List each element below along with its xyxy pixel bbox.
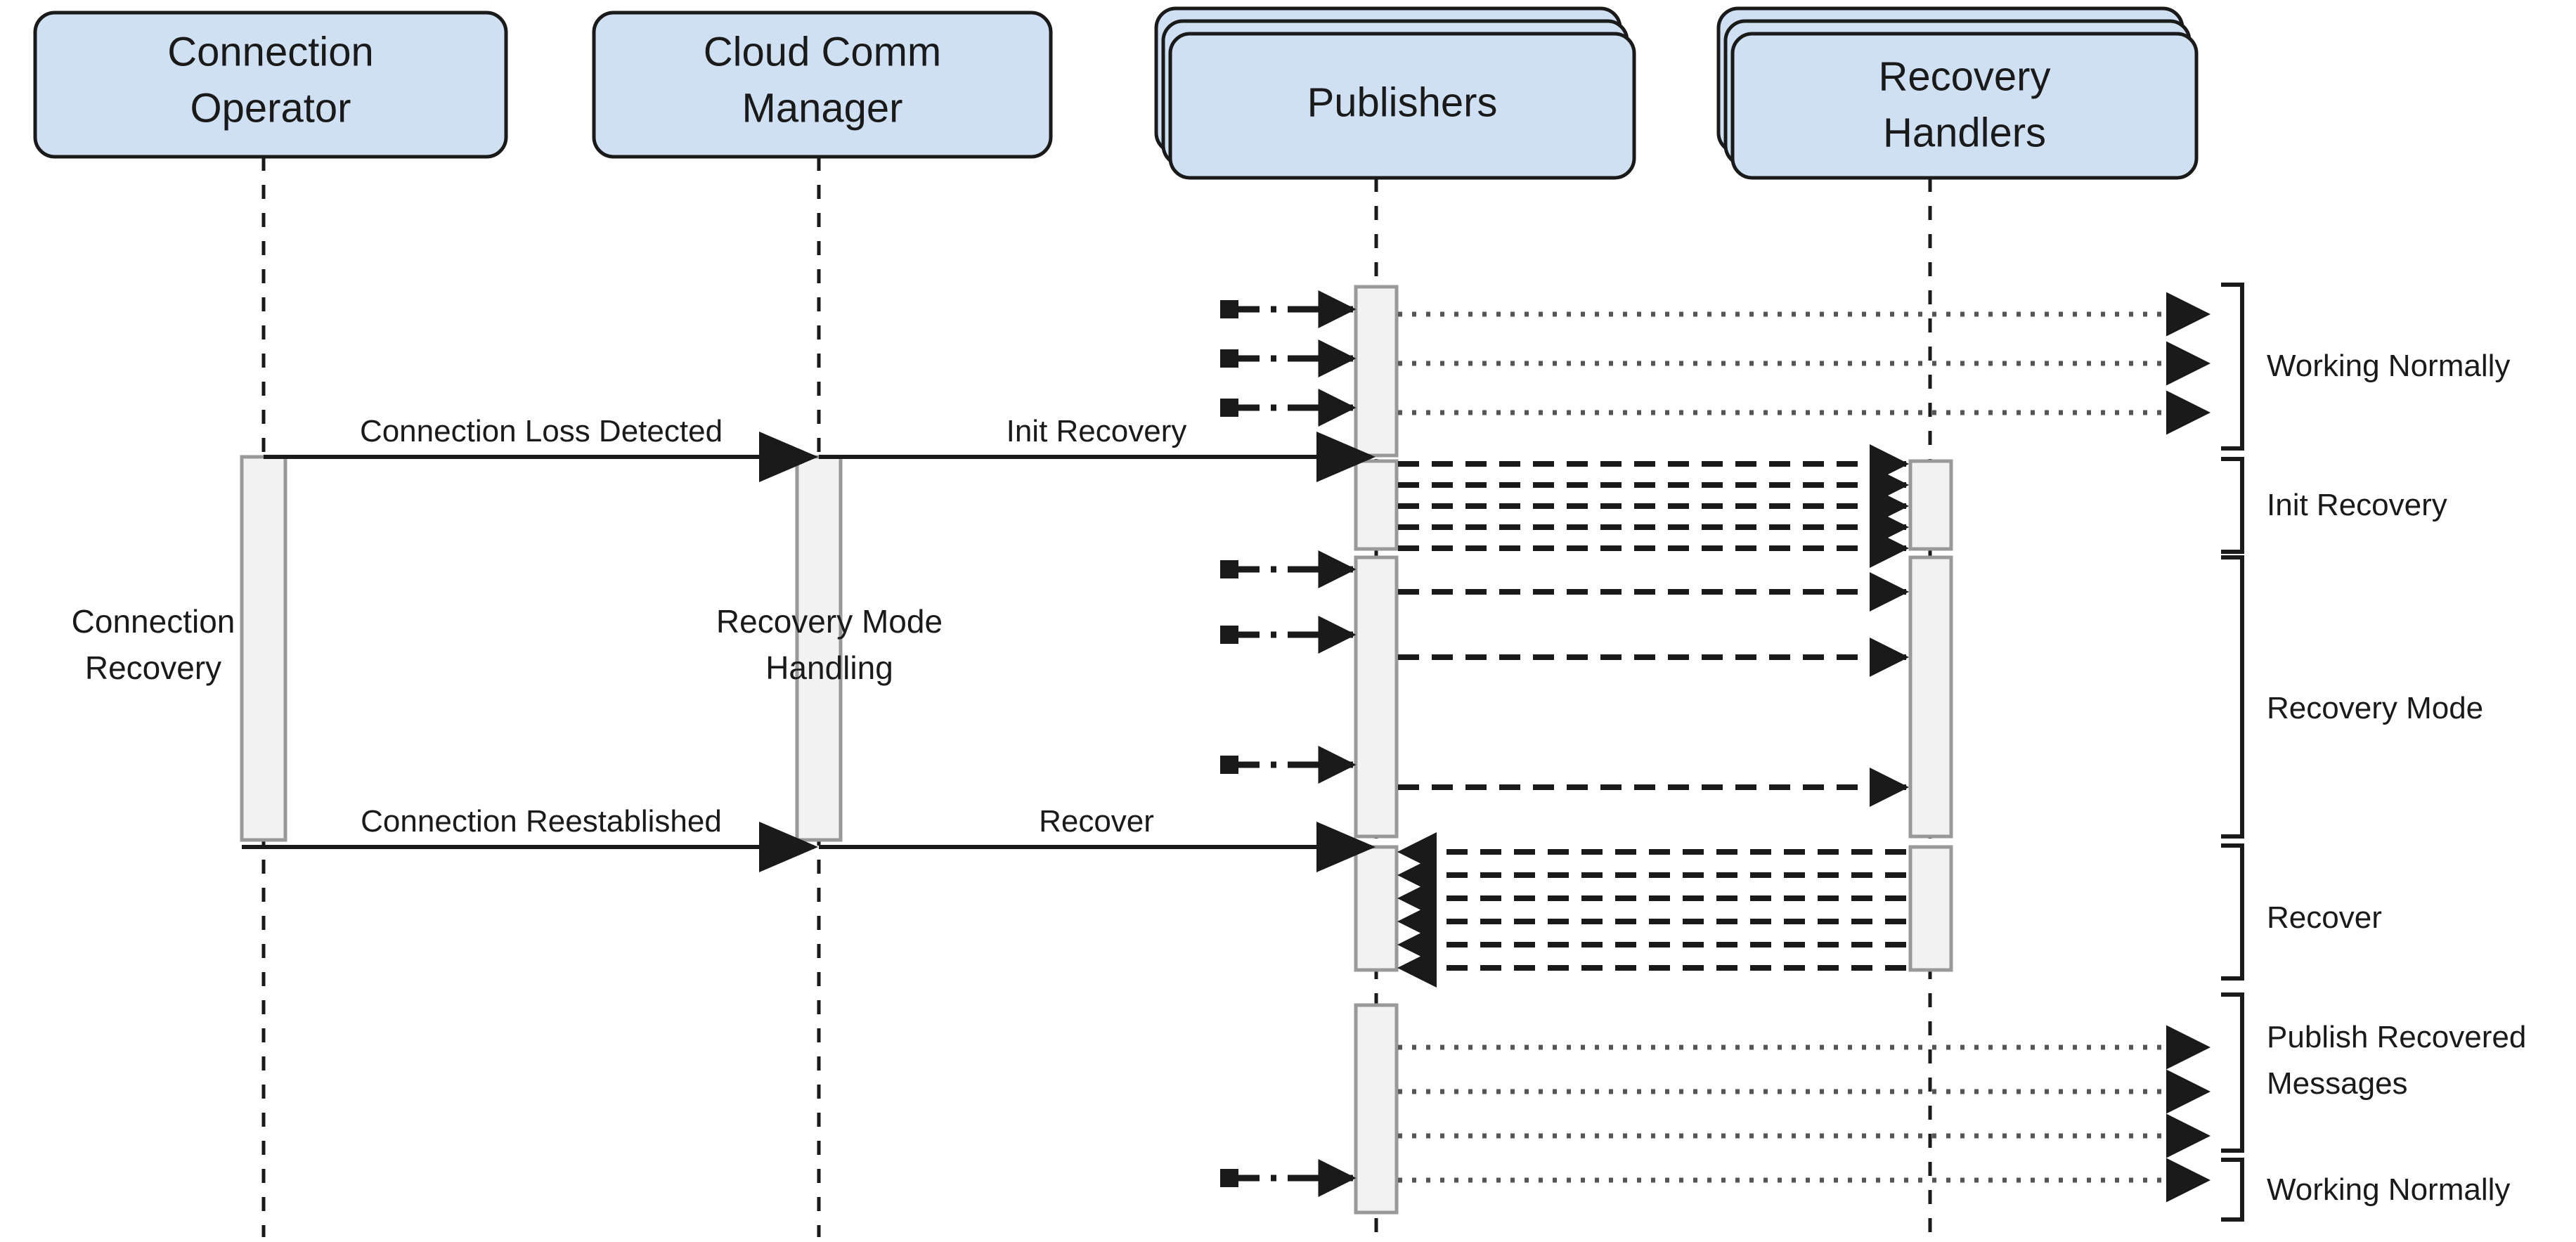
connection-operator-label-line1: Connection: [167, 29, 373, 75]
lifeline-header-publishers[interactable]: Publishers: [1154, 6, 1636, 180]
lifeline-header-recovery-handlers[interactable]: Recovery Handlers: [1716, 6, 2199, 180]
lifeline-header-cloud-comm-manager[interactable]: Cloud Comm Manager: [592, 11, 1053, 159]
outgoing-dotted-group-working-normally-top: [1398, 292, 2211, 435]
activation-cloud-comm-manager[interactable]: [795, 455, 843, 842]
phase-label-publish-recovered-line2: Messages: [2267, 1066, 2408, 1101]
phase-label-working-normally-bottom: Working Normally: [2267, 1172, 2510, 1207]
activation-publishers-init-recovery[interactable]: [1354, 459, 1399, 551]
phase-label-working-normally-top: Working Normally: [2267, 349, 2510, 383]
recovery-handlers-box: [1730, 32, 2199, 180]
publish-recovered-dotted-group: [1398, 1025, 2211, 1158]
phase-label-init-recovery: Init Recovery: [2267, 488, 2447, 522]
bracket-publish-recovered-messages: [2221, 992, 2244, 1153]
label-init-recovery: Init Recovery: [1007, 414, 1187, 448]
label-connection-recovery-line2: Recovery: [85, 649, 221, 686]
label-connection-reestablished: Connection Reestablished: [361, 804, 722, 839]
label-connection-recovery-line1: Connection: [72, 603, 235, 640]
cloud-comm-manager-box: [592, 11, 1053, 159]
activation-connection-operator[interactable]: [240, 455, 287, 842]
bracket-init-recovery: [2221, 457, 2244, 554]
cloud-comm-manager-label-line1: Cloud Comm: [704, 29, 941, 75]
label-recovery-mode-handling-line1: Recovery Mode: [716, 603, 943, 640]
recovery-handlers-label-line2: Handlers: [1883, 110, 2046, 155]
label-recover: Recover: [1039, 804, 1154, 839]
connection-operator-label-line2: Operator: [190, 85, 351, 131]
bracket-working-normally-top: [2221, 283, 2244, 451]
phase-label-recover: Recover: [2267, 900, 2382, 935]
found-message-group-working-normally-top: [1220, 290, 1357, 427]
activation-publishers-recover[interactable]: [1354, 845, 1399, 972]
bracket-working-normally-bottom: [2221, 1158, 2244, 1222]
recovery-mode-dashed-group: [1398, 572, 1909, 807]
activation-recovery-handlers-recover[interactable]: [1908, 845, 1953, 972]
activation-recovery-handlers-recovery-mode[interactable]: [1908, 555, 1953, 839]
init-recovery-dashed-group: [1398, 444, 1909, 568]
bracket-recovery-mode: [2221, 555, 2244, 839]
lifeline-header-connection-operator[interactable]: Connection Operator: [33, 11, 508, 159]
publishers-box: [1168, 32, 1636, 180]
cloud-comm-manager-label-line2: Manager: [742, 85, 903, 131]
phase-label-publish-recovered-line1: Publish Recovered: [2267, 1020, 2526, 1054]
recovery-mode-found-group: [1220, 550, 1357, 784]
recovery-handlers-label-line1: Recovery: [1879, 53, 2051, 99]
phase-label-recovery-mode: Recovery Mode: [2267, 691, 2483, 725]
activation-recovery-handlers-init-recovery[interactable]: [1908, 459, 1953, 551]
label-recovery-mode-handling-line2: Handling: [765, 649, 893, 686]
recover-dashed-group: [1397, 832, 1906, 988]
label-connection-loss-detected: Connection Loss Detected: [360, 414, 723, 448]
activation-publishers-recovery-mode[interactable]: [1354, 555, 1399, 839]
publishers-label-line1: Publishers: [1307, 79, 1498, 125]
activation-publishers-working-normally-top[interactable]: [1354, 285, 1399, 458]
connection-operator-box: [33, 11, 508, 159]
bracket-recover: [2221, 843, 2244, 981]
activation-publishers-publish-recovered[interactable]: [1354, 1003, 1399, 1215]
working-normally-bottom-group: [1220, 1158, 2211, 1203]
